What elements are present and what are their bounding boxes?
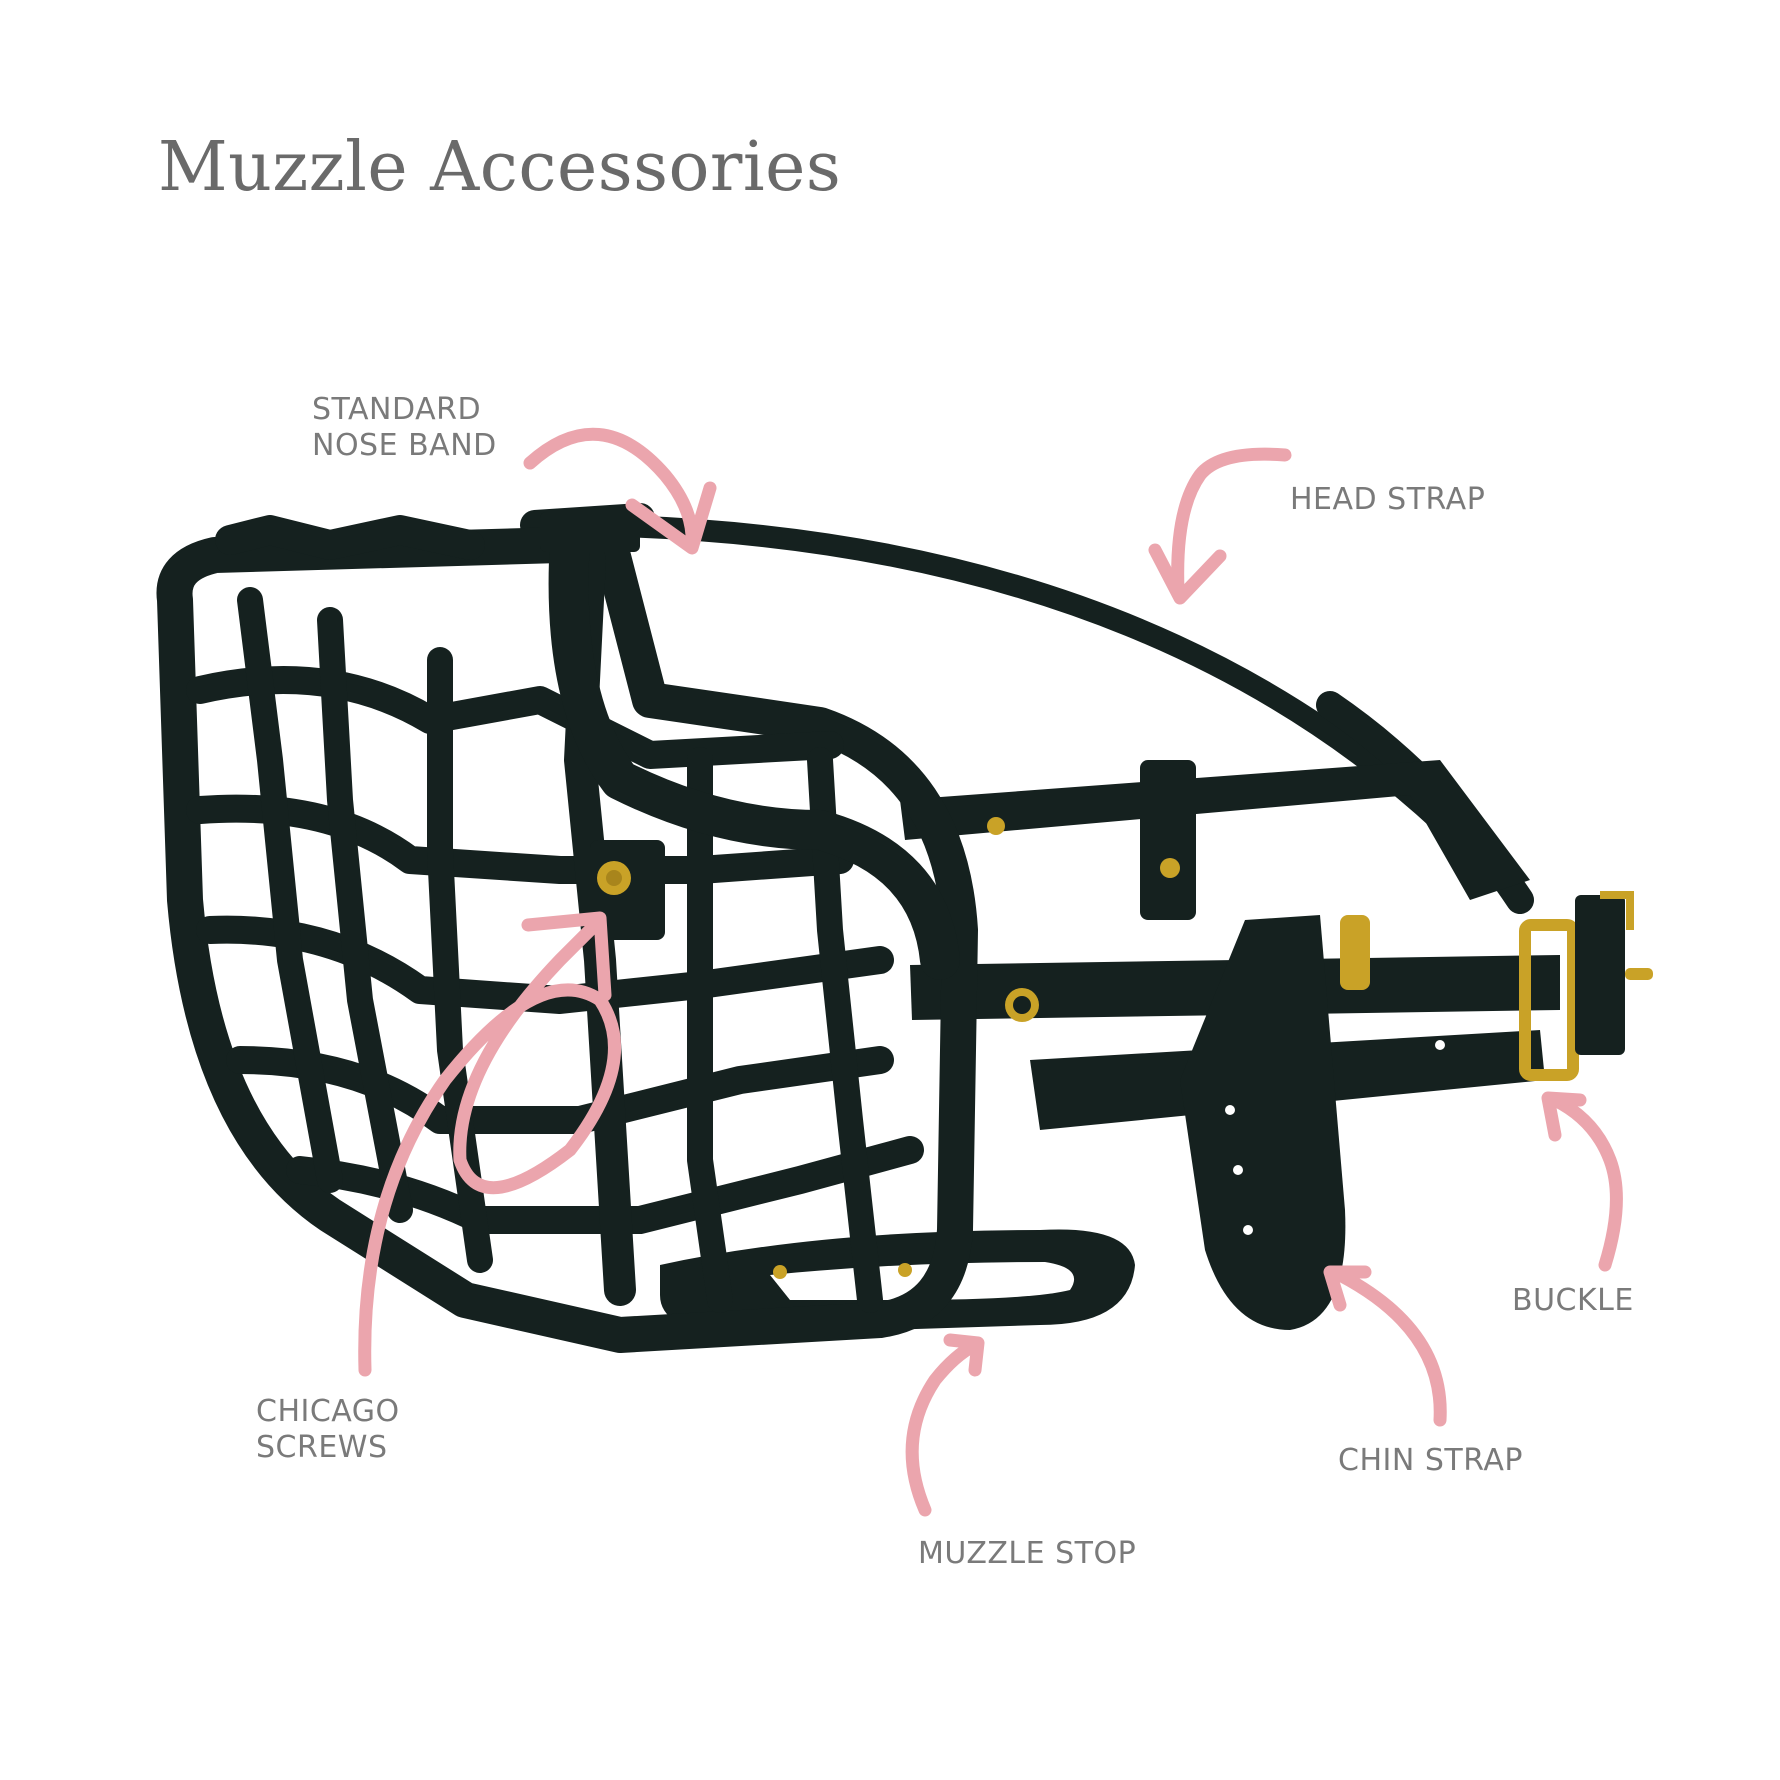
label-chin-strap-text: CHIN STRAP — [1338, 1443, 1523, 1478]
label-nose-band-line-1: STANDARD — [312, 392, 482, 427]
nose-band-arrow — [523, 427, 699, 542]
label-chicago-screws-line-2: SCREWS — [256, 1430, 388, 1465]
page-title: Muzzle Accessories — [158, 128, 842, 207]
upper-side-strap — [900, 760, 1530, 920]
label-muzzle-stop: MUZZLE STOP — [918, 1536, 1136, 1572]
label-head-strap: HEAD STRAP — [1290, 482, 1485, 518]
label-chicago-screws: CHICAGO SCREWS — [256, 1394, 400, 1466]
label-chicago-screws-line-1: CHICAGO — [256, 1394, 400, 1429]
buckle — [1519, 891, 1653, 1081]
label-muzzle-stop-text: MUZZLE STOP — [918, 1536, 1137, 1571]
rivet — [1160, 858, 1180, 878]
label-nose-band: STANDARD NOSE BAND — [312, 392, 497, 464]
label-buckle-text: BUCKLE — [1512, 1283, 1634, 1318]
rivet — [987, 817, 1005, 835]
basket-cage — [156, 515, 978, 1353]
buckle-arrow — [1548, 1093, 1623, 1272]
chin-strap — [1180, 915, 1370, 1330]
muzzle-stop-arrow — [905, 1338, 982, 1517]
label-nose-band-line-2: NOSE BAND — [312, 428, 497, 463]
chicago-screws-arrow — [358, 913, 622, 1377]
nose-band — [540, 512, 665, 940]
label-head-strap-text: HEAD STRAP — [1290, 482, 1486, 517]
label-buckle: BUCKLE — [1512, 1283, 1634, 1319]
chin-strap-arrow — [1333, 1268, 1447, 1427]
label-chin-strap: CHIN STRAP — [1338, 1443, 1523, 1479]
head-strap-arrow — [1171, 447, 1292, 597]
callout-arrows — [358, 427, 1623, 1517]
